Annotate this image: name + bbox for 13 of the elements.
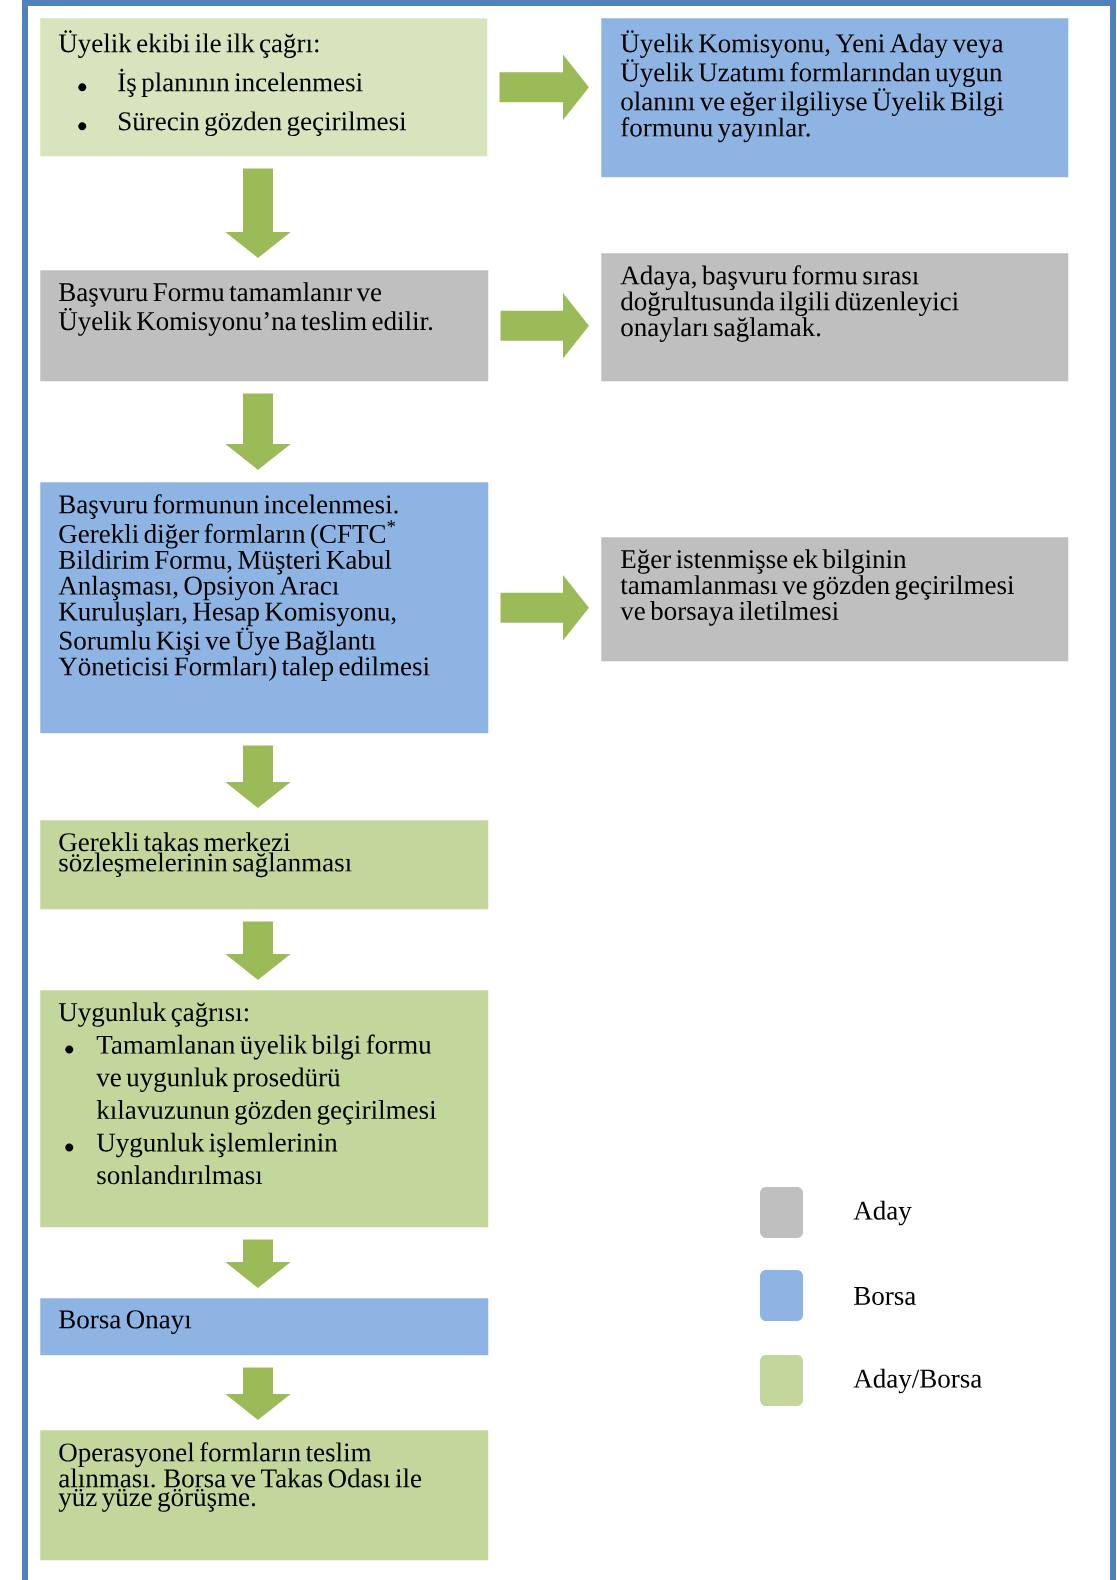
- process-box: Başvuru formunun incelenmesi. Gerekli diğer formların (CFTC$^{*}$ Bildirim Formu, Müşteri Kabul Anlaşması, Opsiyon Aracı Kuruluşları, Hesap Komisyonu, Sorumlu Kişi ve Üye Bağlantı Yöneticisi Formları) talep edilmesi: [40, 482, 489, 734]
- process-box: Üyelik ekibi ile ilk çağrı: İş planının incelenmesi Sürecin gözden geçirilmesi: [40, 18, 488, 157]
- process-box: Eğer istenmişse ek bilginin tamamlanması ve gözden geçirilmesi ve borsaya iletilmesi: [601, 537, 1069, 662]
- process-box: Borsa Onayı: [40, 1298, 489, 1356]
- process-box: Operasyonel formların teslim alınması. Borsa ve Takas Odası ile yüz yüze görüşme.: [40, 1430, 489, 1561]
- process-box: Adaya, başvuru formu sırası doğrultusunda ilgili düzenleyici onayları sağlamak.: [601, 253, 1069, 382]
- legend-label: Aday: [853, 1200, 912, 1226]
- process-box: Üyelik Komisyonu, Yeni Aday veya Üyelik Uzatımı formlarından uygun olanını ve eğer ilgiliyse Üyelik Bilgi formunu yayınlar.: [601, 18, 1069, 178]
- process-box: Başvuru Formu tamamlanır ve Üyelik Komisyonu’na teslim edilir.: [40, 270, 489, 382]
- process-box: Gerekli takas merkezi sözleşmelerinin sağlanması: [40, 820, 489, 910]
- process-box: Uygunluk çağrısı: Tamamlanan üyelik bilgi formu ve uygunluk prosedürü kılavuzunun gözden geçirilmesi Uygunluk işlemlerinin sonlandırılması: [40, 990, 489, 1228]
- legend-label: Aday/Borsa: [853, 1368, 982, 1394]
- legend-label: Borsa: [854, 1287, 916, 1305]
